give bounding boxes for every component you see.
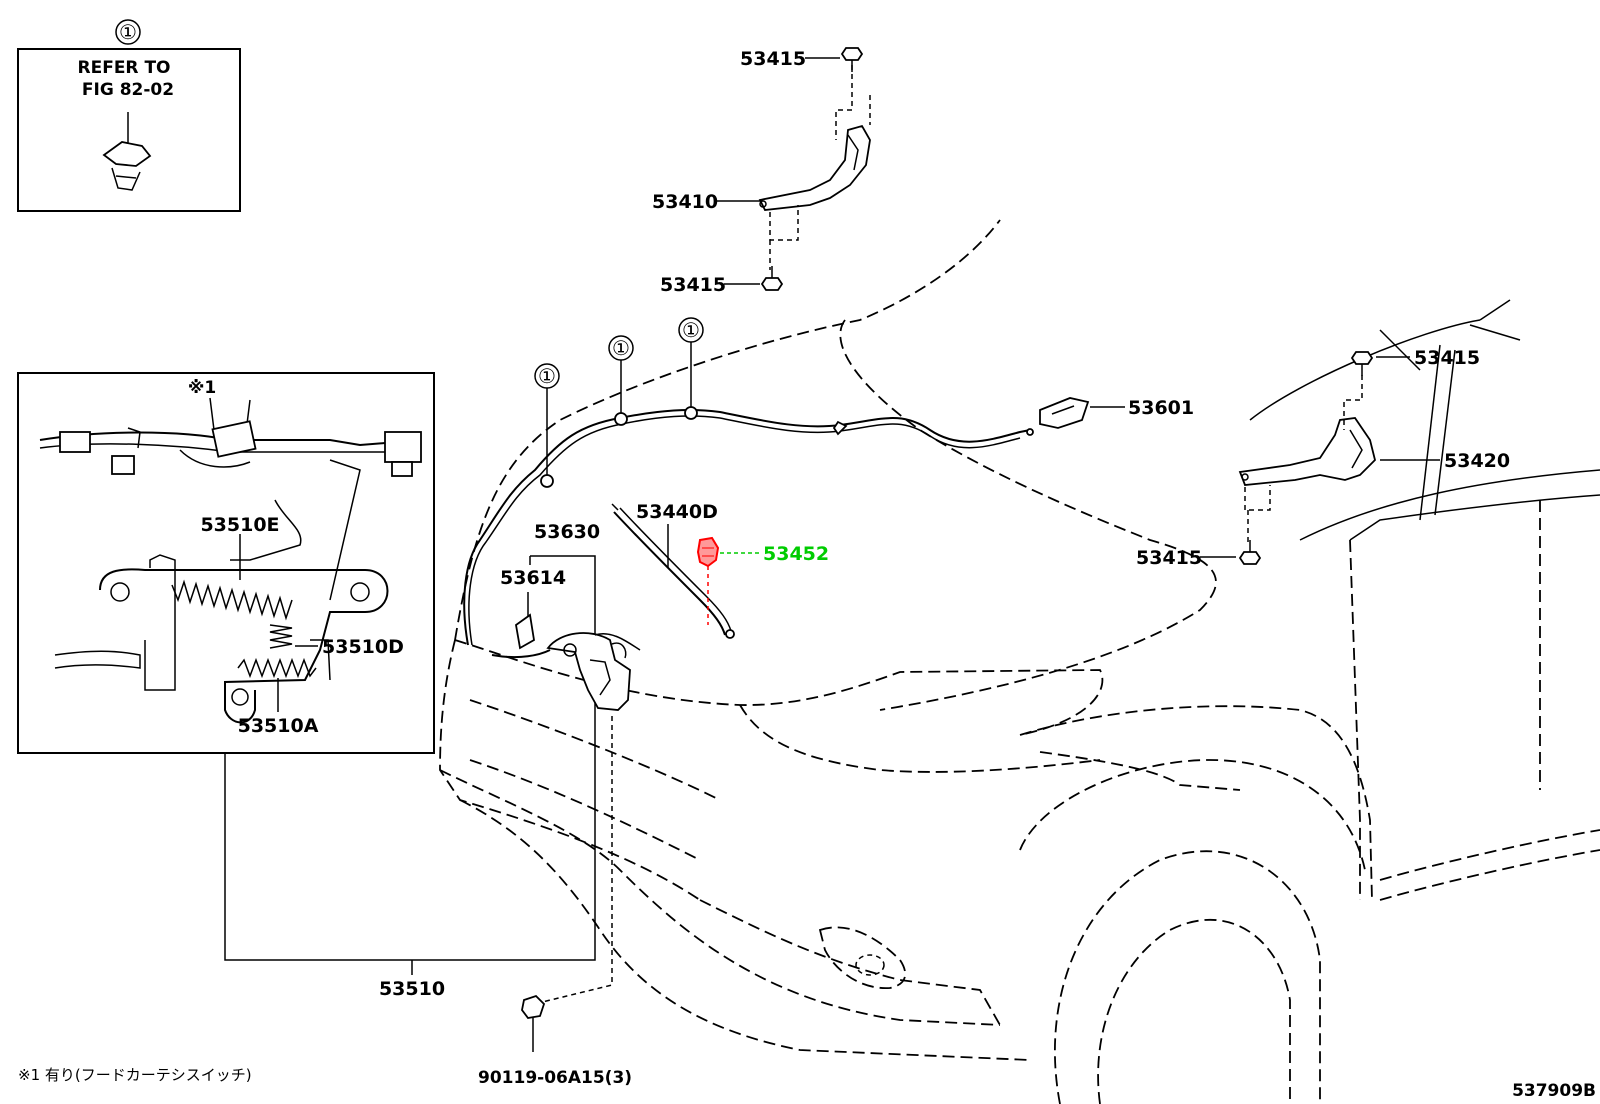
lock-bracket-icon [515,613,535,650]
hinge-left-icon [758,124,871,211]
release-lever-icon [1039,397,1090,429]
label-53420: 53420 [1444,450,1510,472]
support-rod-icon [611,503,735,639]
bolt-icon-top [840,47,864,72]
inset-note-mark: ※1 [188,378,216,398]
bolt-icon-right-top [1350,351,1374,376]
inset-detail: ※1 [17,372,435,754]
label-53440D: 53440D [636,501,718,523]
bolt-icon-right-bottom [1238,540,1262,565]
label-53415-right-bottom: 53415 [1136,547,1202,569]
cushion-icon [696,536,720,625]
clip-marker-2: ① [612,336,630,360]
bolt-icon-left-bottom [760,266,784,291]
label-53415-right-top: 53415 [1414,347,1480,369]
refer-line1: REFER TO [78,58,171,78]
courtesy-switch-icon [39,420,422,477]
label-53415-top: 53415 [740,48,806,70]
release-cable [463,406,1034,646]
lock-assy-icon [491,632,641,711]
label-53510A: 53510A [238,715,319,737]
bracket-53510 [224,555,596,961]
refer-box: ① REFER TO FIG 82-02 [17,19,241,212]
label-53415-left-bottom: 53415 [660,274,726,296]
clip-marker-1: ① [538,364,556,388]
vehicle-outline [439,219,1600,1104]
label-90119: 90119-06A15(3) [478,1068,632,1088]
bolt-icon-90119 [521,994,546,1036]
label-53452: 53452 [763,543,829,565]
diagram-id: 537909B [1512,1081,1596,1101]
spring-d-icon [269,624,293,649]
lock-body-icon [54,459,389,724]
label-53601: 53601 [1128,397,1194,419]
label-53630: 53630 [534,521,600,543]
label-53510: 53510 [379,978,445,1000]
label-53410: 53410 [652,191,718,213]
spring-a-icon [237,657,317,679]
footnote: ※1 有り(フードカーテシスイッチ) [18,1066,252,1084]
cable-clip-markers: ① ① ① [534,317,704,475]
refer-line2: FIG 82-02 [82,80,174,100]
clip-marker-3: ① [682,318,700,342]
refer-circle-icon [115,19,141,45]
spring-e-icon [171,579,293,621]
refer-marker: ① [119,20,137,44]
label-53614: 53614 [500,567,566,589]
hinge-right-icon [1238,417,1376,486]
label-53510D: 53510D [322,636,404,658]
clip-icon [102,141,152,191]
label-53510E: 53510E [200,514,279,536]
bolt-leader [529,716,613,1006]
